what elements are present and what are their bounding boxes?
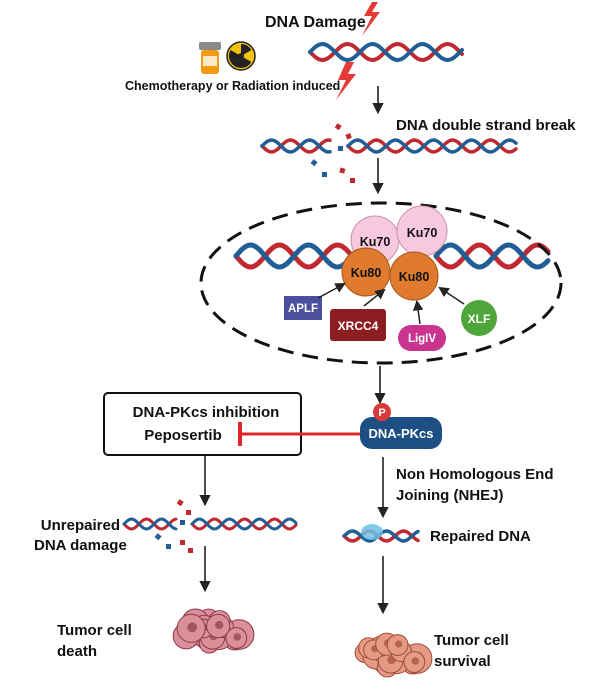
xlf-protein bbox=[461, 300, 497, 336]
dna-strand-red bbox=[190, 517, 298, 531]
arrow bbox=[317, 283, 346, 299]
xrcc4-protein bbox=[330, 309, 386, 341]
ku80-label: Ku80 bbox=[399, 270, 430, 284]
inhibitor-drug: Peposertib bbox=[144, 427, 222, 444]
dna-strand-blue bbox=[260, 138, 332, 154]
ku70-label: Ku70 bbox=[360, 235, 391, 249]
cell-nucleus bbox=[233, 633, 241, 641]
dna-strand-blue bbox=[308, 41, 464, 63]
ligiv-label: LigIV bbox=[408, 333, 436, 345]
dna-fragments bbox=[310, 123, 355, 183]
ku80-label: Ku80 bbox=[351, 266, 382, 280]
radiation-icon bbox=[226, 41, 256, 71]
inhibitor-box bbox=[103, 392, 302, 456]
dna-strand-red bbox=[346, 138, 518, 154]
arrow bbox=[412, 299, 424, 325]
dna-strand-blue bbox=[233, 242, 355, 270]
cell-nucleus bbox=[215, 620, 224, 630]
unrepaired-label: Unrepaired DNA damage bbox=[34, 517, 127, 554]
dna-helix-unrepaired bbox=[122, 517, 298, 531]
arrow bbox=[363, 288, 386, 307]
phospho-label: P bbox=[378, 407, 385, 419]
dna-fragments-unrepaired bbox=[154, 499, 193, 553]
break-label: DNA double strand break bbox=[396, 117, 576, 134]
dnapkcs-label: DNA-PKcs bbox=[368, 426, 433, 441]
aplf-protein bbox=[284, 296, 322, 320]
tumor-cell-death-icon bbox=[172, 608, 255, 654]
xrcc4-label: XRCC4 bbox=[338, 319, 379, 333]
repair-complex-boundary bbox=[199, 201, 563, 365]
dna-strand-red bbox=[342, 529, 420, 543]
dna-strand-blue bbox=[190, 517, 298, 531]
cell-nucleus bbox=[395, 640, 403, 648]
inhibitor-title: DNA-PKcs inhibition bbox=[133, 404, 280, 421]
repair-protein-blob bbox=[361, 524, 383, 540]
lightning-icon bbox=[336, 62, 356, 100]
repaired-label: Repaired DNA bbox=[430, 528, 531, 545]
dna-strand-blue bbox=[433, 242, 551, 270]
xlf-label: XLF bbox=[468, 312, 491, 326]
dna-helix-broken bbox=[260, 138, 518, 154]
dnapkcs-protein bbox=[360, 417, 442, 449]
survival-label: Tumor cell survival bbox=[434, 632, 509, 670]
cell-nucleus bbox=[411, 657, 419, 665]
lightning-icon bbox=[362, 2, 380, 36]
dna-strand-blue bbox=[346, 138, 518, 154]
dna-damage-title: DNA Damage bbox=[265, 14, 366, 31]
dna-strand-red bbox=[122, 517, 178, 531]
dna-helix-complex bbox=[233, 242, 551, 270]
death-label: Tumor cell death bbox=[57, 622, 132, 660]
dna-helix-intact bbox=[308, 41, 464, 63]
cell-nucleus bbox=[187, 622, 198, 633]
nhej-label: Non Homologous End Joining (NHEJ) bbox=[396, 466, 554, 504]
arrow bbox=[438, 286, 465, 305]
ligiv-protein bbox=[398, 325, 446, 351]
trigger-label: Chemotherapy or Radiation induced bbox=[125, 79, 341, 93]
pill-bottle-icon bbox=[199, 42, 221, 74]
dna-strand-blue bbox=[122, 517, 178, 531]
dna-strand-red bbox=[433, 242, 551, 270]
aplf-label: APLF bbox=[288, 303, 318, 315]
phospho-badge bbox=[373, 403, 391, 421]
ku70-label: Ku70 bbox=[407, 226, 438, 240]
tumor-cell-survival-icon bbox=[354, 632, 433, 678]
